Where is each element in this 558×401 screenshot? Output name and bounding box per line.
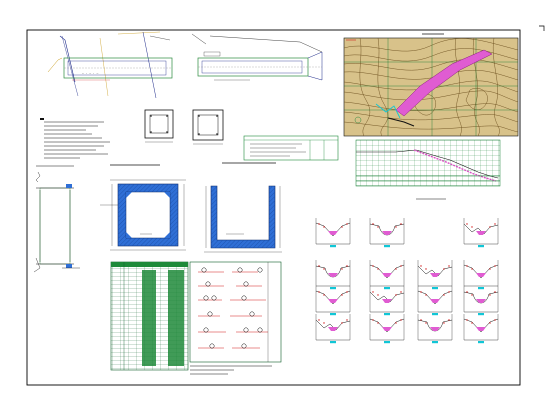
cross-section [315,314,351,344]
box-culvert-section-small-2 [192,109,224,145]
plan-view-left: — · — · — [47,31,173,99]
box-culvert-section-small-1 [144,109,174,143]
cross-section [315,218,351,248]
longitudinal-wall-section [33,165,80,273]
topographic-plan [343,33,519,137]
cross-section [463,260,499,290]
cross-section [463,314,499,344]
cross-section [417,314,453,344]
corner-tick [539,25,545,31]
general-notes [40,118,110,159]
bottom-notes [190,365,272,375]
cross-section [369,286,405,316]
cross-section [315,260,351,290]
cross-section [463,218,499,248]
cross-section [417,260,453,290]
cross-section [315,286,351,316]
plan-view-right [191,33,323,81]
longitudinal-profile [355,139,501,187]
cross-section [369,260,405,290]
cross-section [369,218,405,248]
sheet-border [26,29,521,386]
quantity-table [110,261,189,371]
cross-sections-grid [315,218,499,344]
svg-text:— · — · —: — · — · — [82,71,98,75]
legend-table [243,135,339,161]
cross-section [369,314,405,344]
cross-section [463,286,499,316]
rebar-details-panel [189,261,282,363]
cross-section [417,286,453,316]
u-channel-section [204,185,282,253]
main-box-section [100,179,186,251]
